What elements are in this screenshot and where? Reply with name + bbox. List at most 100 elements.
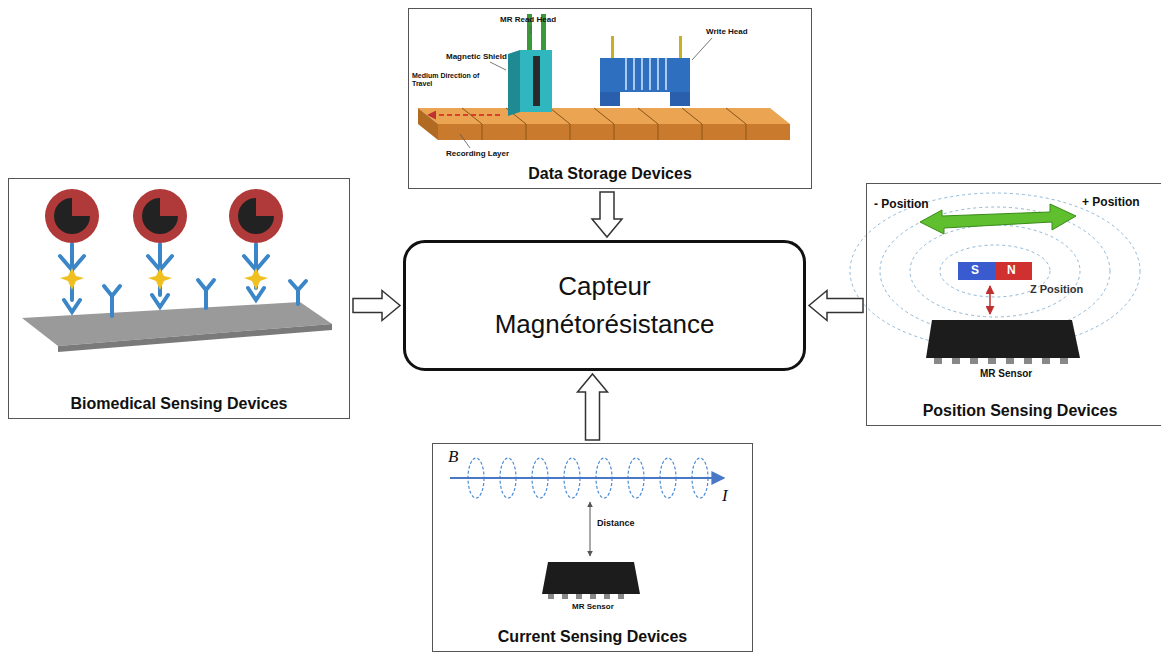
illustration-shape	[531, 26, 532, 34]
application-panel: Position Sensing Devices	[866, 183, 1161, 426]
illustration-shape	[611, 36, 614, 58]
illustration-shape	[490, 62, 506, 70]
illustration-shape	[418, 108, 790, 124]
illustration-shape	[576, 594, 582, 599]
illustration-shape	[1006, 358, 1014, 364]
illustration-shape	[462, 108, 746, 140]
illustration-label: Recording Layer	[446, 149, 509, 158]
illustration-shape	[428, 114, 500, 116]
illustration-label: MR Sensor	[980, 368, 1032, 379]
illustration-shape	[682, 108, 702, 124]
panel-caption: Biomedical Sensing Devices	[9, 395, 349, 413]
illustration-shape	[618, 594, 624, 599]
illustration-shape	[526, 124, 527, 140]
illustration-label: - Position	[874, 197, 929, 211]
position-illustration	[850, 193, 1140, 364]
illustration-shape	[418, 108, 438, 140]
illustration-shape	[952, 358, 960, 364]
block-arrow	[578, 374, 608, 440]
illustration-shape	[726, 108, 746, 124]
illustration-shape	[542, 562, 640, 594]
illustration-shape	[657, 58, 659, 90]
illustration-shape	[970, 358, 978, 364]
illustration-label: Z Position	[1030, 283, 1083, 295]
illustration-shape	[104, 286, 120, 316]
illustration-shape	[550, 108, 570, 124]
illustration-shape	[934, 358, 942, 364]
current-illustration	[450, 458, 724, 599]
illustration-shape	[880, 207, 1110, 335]
illustration-shape	[450, 477, 724, 479]
application-panel: Data Storage Devices	[408, 8, 812, 189]
block-arrow	[809, 291, 863, 321]
illustration-shape	[926, 320, 1080, 358]
illustration-shape	[670, 92, 690, 106]
illustration-shape	[133, 189, 187, 243]
illustration-shape	[548, 594, 624, 599]
block-arrow	[592, 192, 622, 237]
illustration-shape	[594, 108, 614, 124]
data-storage-illustration	[418, 14, 790, 148]
illustration-shape	[604, 594, 610, 599]
illustration-shape	[590, 594, 596, 599]
application-panel: Biomedical Sensing Devices	[8, 178, 350, 419]
illustration-shape	[290, 281, 306, 304]
illustration-shape	[679, 36, 682, 58]
illustration-shape	[958, 262, 995, 280]
illustration-shape	[600, 58, 690, 92]
illustration-label: S	[971, 263, 979, 277]
panel-caption: Position Sensing Devices	[867, 402, 1161, 420]
illustration-shape	[562, 594, 568, 599]
illustration-label: Magnetic Shield	[446, 52, 507, 61]
illustration-shape	[633, 58, 635, 90]
biomedical-illustration	[22, 189, 332, 352]
illustration-shape	[60, 268, 268, 290]
illustration-shape	[692, 38, 712, 60]
illustration-shape	[238, 198, 274, 234]
illustration-shape	[60, 244, 84, 312]
illustration-label: MR Read Head	[500, 15, 556, 24]
illustration-shape	[142, 198, 178, 234]
illustration-shape	[198, 280, 214, 308]
illustration-shape	[641, 58, 643, 90]
illustration-shape	[989, 286, 991, 314]
illustration-shape	[460, 26, 712, 148]
illustration-shape	[934, 358, 1068, 364]
illustration-shape	[148, 244, 172, 307]
illustration-shape	[1042, 358, 1050, 364]
illustration-label: MR Sensor	[572, 602, 614, 611]
illustration-shape	[626, 58, 666, 90]
illustration-shape	[533, 56, 540, 106]
illustration-shape	[438, 124, 790, 140]
illustration-shape	[508, 50, 520, 116]
box-title: Capteur Magnétorésistance	[495, 268, 715, 343]
illustration-shape	[910, 225, 1080, 317]
illustration-label: Write Head	[706, 27, 748, 36]
illustration-shape	[520, 50, 552, 112]
illustration-shape	[460, 134, 470, 148]
illustration-label: I	[722, 486, 728, 506]
application-panel: Current Sensing Devices	[432, 443, 753, 652]
illustration-shape	[995, 262, 1032, 280]
illustration-shape	[988, 358, 996, 364]
illustration-shape	[746, 124, 747, 140]
illustration-shape	[482, 124, 483, 140]
illustration-shape	[614, 124, 615, 140]
illustration-shape	[649, 58, 651, 90]
illustration-shape	[54, 198, 90, 234]
illustration-shape	[45, 189, 99, 243]
illustration-label: B	[448, 447, 458, 467]
illustration-shape	[1060, 358, 1068, 364]
illustration-shape	[60, 268, 84, 290]
illustration-label: Distance	[597, 518, 635, 528]
panel-caption: Current Sensing Devices	[433, 628, 752, 646]
illustration-shape	[702, 124, 703, 140]
illustration-shape	[229, 189, 283, 243]
illustration-shape	[60, 244, 306, 316]
block-arrow	[353, 291, 400, 321]
illustration-shape	[570, 124, 571, 140]
illustration-shape	[665, 58, 667, 90]
illustration-shape	[244, 244, 268, 300]
illustration-label: + Position	[1082, 195, 1140, 209]
